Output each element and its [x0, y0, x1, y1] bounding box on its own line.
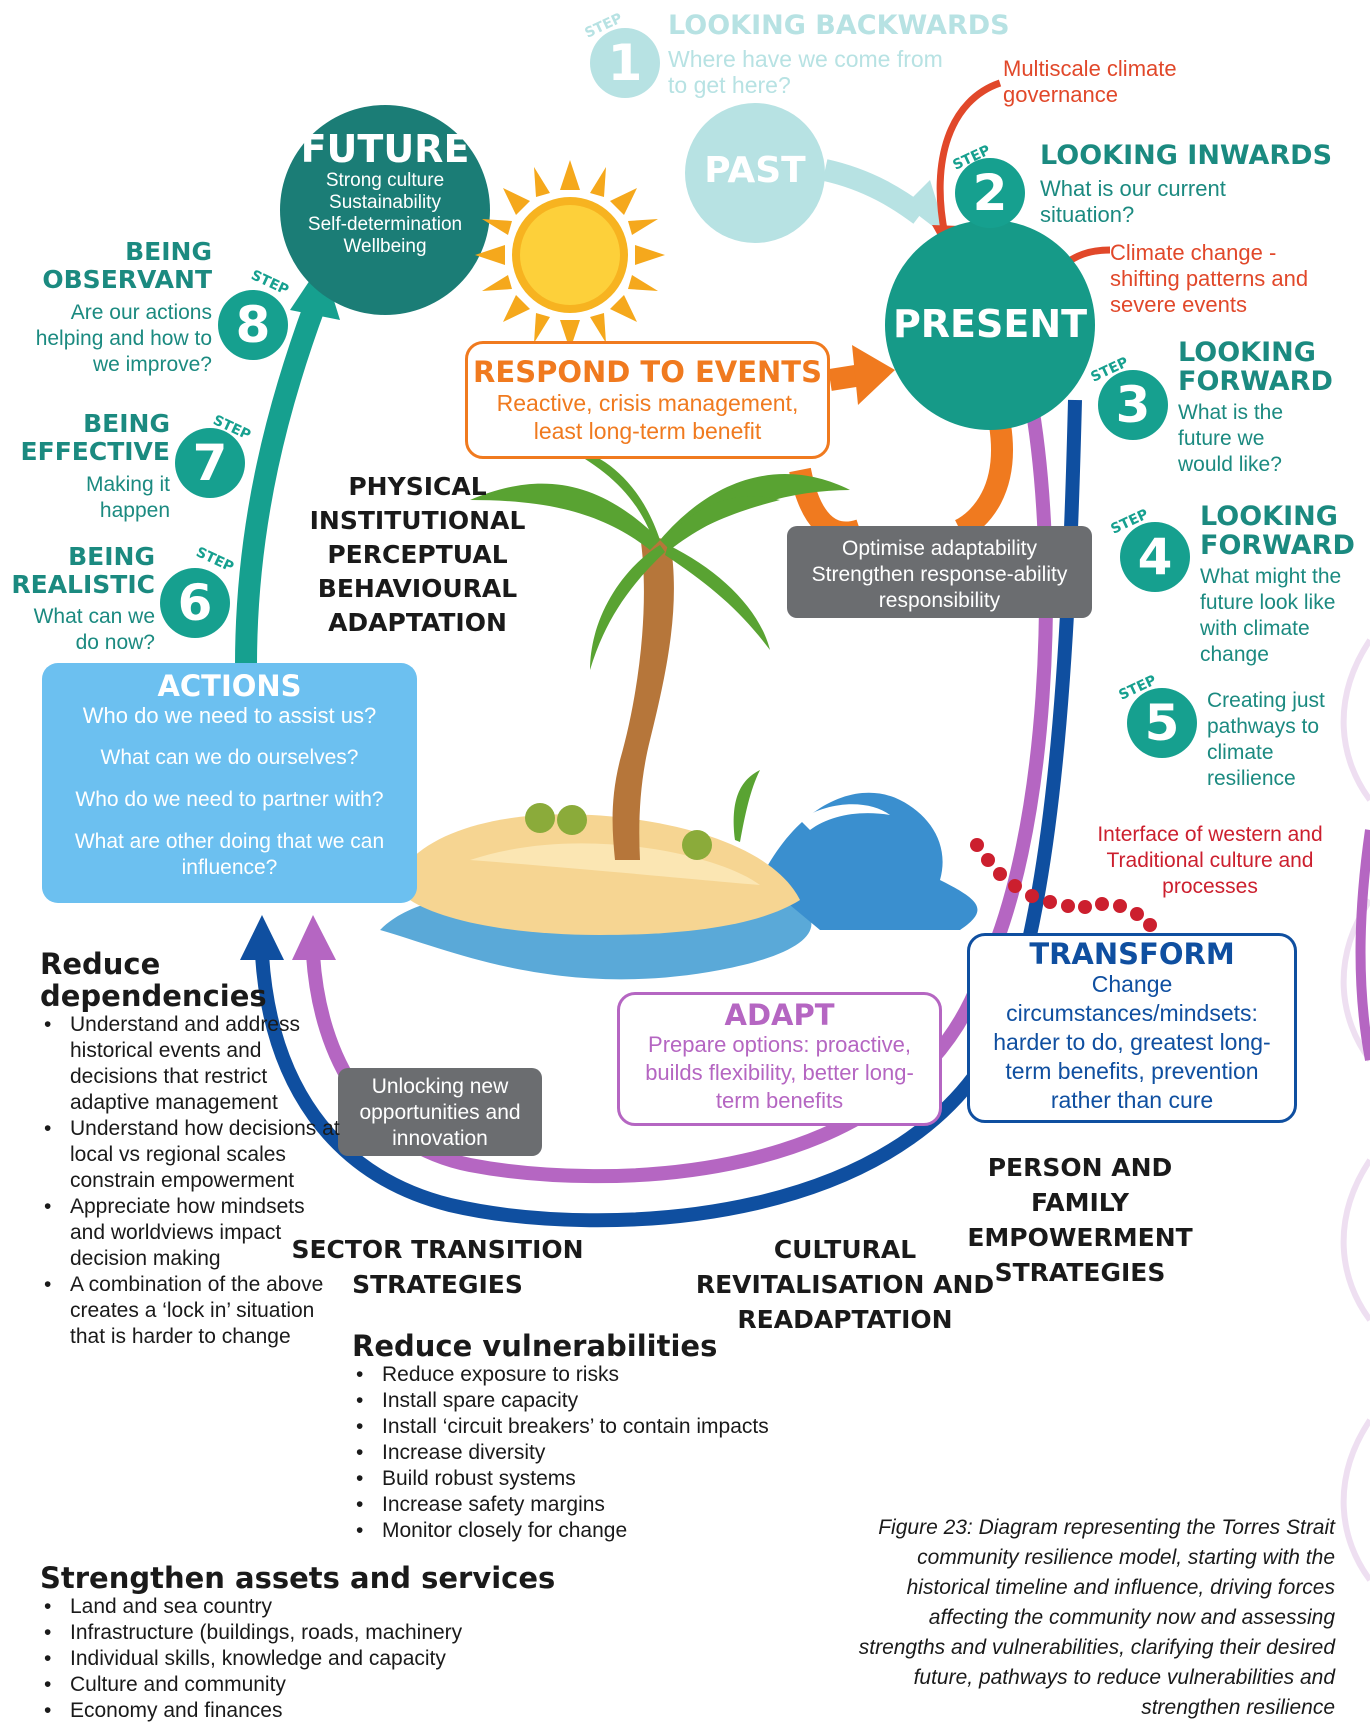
past-to-present-arrow	[822, 159, 927, 224]
step-1-title: LOOKING BACKWARDS	[668, 10, 1010, 41]
respond-text: Reactive, crisis management, least long-…	[496, 390, 799, 444]
respond-loop-arrow	[954, 423, 1013, 540]
sun	[475, 160, 665, 350]
reduce-vulnerabilities-title: Reduce vulnerabilities	[352, 1329, 718, 1363]
list-item: Culture and community	[40, 1672, 560, 1698]
governance-label: Multiscale climate governance	[1003, 56, 1177, 107]
actions-title: ACTIONS	[157, 669, 302, 703]
respond-box: RESPOND TO EVENTS Reactive, crisis manag…	[465, 341, 830, 459]
list-item: Build robust systems	[352, 1466, 832, 1492]
reduce-dependencies-section: Reduce dependencies Understand and addre…	[40, 948, 340, 1350]
step-1-badge: 1	[590, 28, 660, 98]
sector-strategies: SECTOR TRANSITION STRATEGIES	[291, 1235, 584, 1299]
reduce-vulnerabilities-list: Reduce exposure to risks Install spare c…	[352, 1362, 832, 1544]
respond-arrowhead	[852, 345, 895, 405]
actions-question: Who do we need to partner with?	[75, 788, 384, 811]
list-item: Understand and address historical events…	[40, 1012, 340, 1116]
reduce-vulnerabilities-section: Reduce vulnerabilities Reduce exposure t…	[352, 1330, 832, 1544]
step-4-title: LOOKING FORWARD	[1200, 501, 1355, 561]
transform-arrowhead	[240, 915, 284, 960]
list-item: Understand how decisions at local vs reg…	[40, 1116, 340, 1194]
step-2-text: What is our current situation?	[1040, 176, 1226, 227]
step-6-badge: 6	[160, 568, 230, 638]
list-item: Economy and finances	[40, 1698, 560, 1724]
step-3-text: What is the future we would like?	[1178, 401, 1284, 476]
strengthen-assets-list: Land and sea country Infrastructure (bui…	[40, 1594, 560, 1724]
present-label: PRESENT	[892, 302, 1088, 346]
actions-to-future-arrow	[235, 301, 326, 666]
step-2-badge: 2	[955, 158, 1025, 228]
person-strategies: PERSON AND FAMILY EMPOWERMENT STRATEGIES	[967, 1153, 1193, 1287]
future-block: FUTURE Strong culture Sustainability Sel…	[285, 128, 485, 258]
adaptation-types: PHYSICAL INSTITUTIONAL PERCEPTUAL BEHAVI…	[309, 472, 526, 637]
step-8-text: Are our actions helping and how to we im…	[35, 301, 212, 376]
future-item: Self-determination	[307, 214, 463, 235]
transform-title: TRANSFORM	[1029, 937, 1235, 971]
interface-dots	[970, 838, 1157, 932]
step-5-badge: 5	[1127, 688, 1197, 758]
future-item: Wellbeing	[343, 236, 427, 257]
step-8-title: BEING OBSERVANT	[42, 237, 212, 294]
step-3-title: LOOKING FORWARD	[1178, 337, 1333, 397]
actions-question: What can we do ourselves?	[100, 746, 359, 769]
respond-title: RESPOND TO EVENTS	[473, 355, 822, 389]
step-7-badge: 7	[175, 428, 245, 498]
adapt-box: ADAPT Prepare options: proactive, builds…	[617, 992, 942, 1126]
adapt-arrowhead	[292, 915, 336, 960]
future-item: Strong culture	[325, 170, 445, 191]
actions-box: ACTIONS Who do we need to assist us? Wha…	[42, 663, 417, 903]
future-circle	[280, 105, 490, 315]
adapt-text: Prepare options: proactive, builds flexi…	[645, 1032, 914, 1113]
list-item: Reduce exposure to risks	[352, 1362, 832, 1388]
step-6-title: BEING REALISTIC	[11, 542, 155, 599]
unlocking-box: Unlocking new opportunities and innovati…	[338, 1068, 542, 1156]
transform-text: Change circumstances/mindsets: harder to…	[993, 971, 1271, 1113]
transform-box: TRANSFORM Change circumstances/mindsets:…	[967, 933, 1297, 1123]
actions-question: Who do we need to assist us?	[82, 703, 377, 728]
purple-edge-curve	[1355, 829, 1370, 1061]
list-item: Appreciate how mindsets and worldviews i…	[40, 1194, 340, 1272]
future-arrowhead	[290, 262, 340, 320]
list-item: Individual skills, knowledge and capacit…	[40, 1646, 560, 1672]
strengthen-assets-section: Strengthen assets and services Land and …	[40, 1562, 560, 1724]
future-label: FUTURE	[300, 127, 470, 171]
decorative-stripes	[1340, 638, 1370, 1582]
step-4-text: What might the future look like with cli…	[1200, 565, 1342, 666]
step-7-text: Making it happen	[85, 473, 170, 522]
step-3-badge: 3	[1098, 370, 1168, 440]
list-item: Install spare capacity	[352, 1388, 832, 1414]
cultural-strategies: CULTURAL REVITALISATION AND READAPTATION	[695, 1235, 995, 1334]
past-circle	[685, 103, 825, 243]
list-item: Monitor closely for change	[352, 1518, 832, 1544]
list-item: Increase safety margins	[352, 1492, 832, 1518]
optimise-box: Optimise adaptability Strengthen respons…	[787, 526, 1092, 618]
step-1-text: Where have we come from to get here?	[668, 46, 943, 98]
list-item: Infrastructure (buildings, roads, machin…	[40, 1620, 560, 1646]
actions-question: What are other doing that we can influen…	[74, 830, 385, 879]
list-item: Land and sea country	[40, 1594, 560, 1620]
future-item: Sustainability	[329, 192, 441, 213]
reduce-dependencies-list: Understand and address historical events…	[40, 1012, 340, 1350]
governance-arrow	[936, 79, 1002, 236]
step-4-badge: 4	[1120, 522, 1190, 592]
island	[380, 445, 978, 980]
step-6-text: What can we do now?	[33, 605, 155, 654]
list-item: Increase diversity	[352, 1440, 832, 1466]
interface-label: Interface of western and Traditional cul…	[1097, 823, 1323, 898]
list-item: A combination of the above creates a ‘lo…	[40, 1272, 340, 1350]
step-2-title: LOOKING INWARDS	[1040, 140, 1333, 171]
strengthen-assets-title: Strengthen assets and services	[40, 1561, 556, 1595]
past-label: PAST	[704, 150, 806, 191]
list-item: Install ‘circuit breakers’ to contain im…	[352, 1414, 832, 1440]
climate-change-label: Climate change - shifting patterns and s…	[1110, 240, 1309, 317]
reduce-dependencies-title: Reduce dependencies	[40, 947, 267, 1013]
present-circle	[885, 220, 1095, 430]
figure-caption: Figure 23: Diagram representing the Torr…	[858, 1516, 1335, 1719]
step-7-title: BEING EFFECTIVE	[20, 409, 170, 466]
step-8-badge: 8	[218, 290, 288, 360]
step-5-text: Creating just pathways to climate resili…	[1207, 689, 1325, 790]
adapt-title: ADAPT	[724, 998, 835, 1032]
